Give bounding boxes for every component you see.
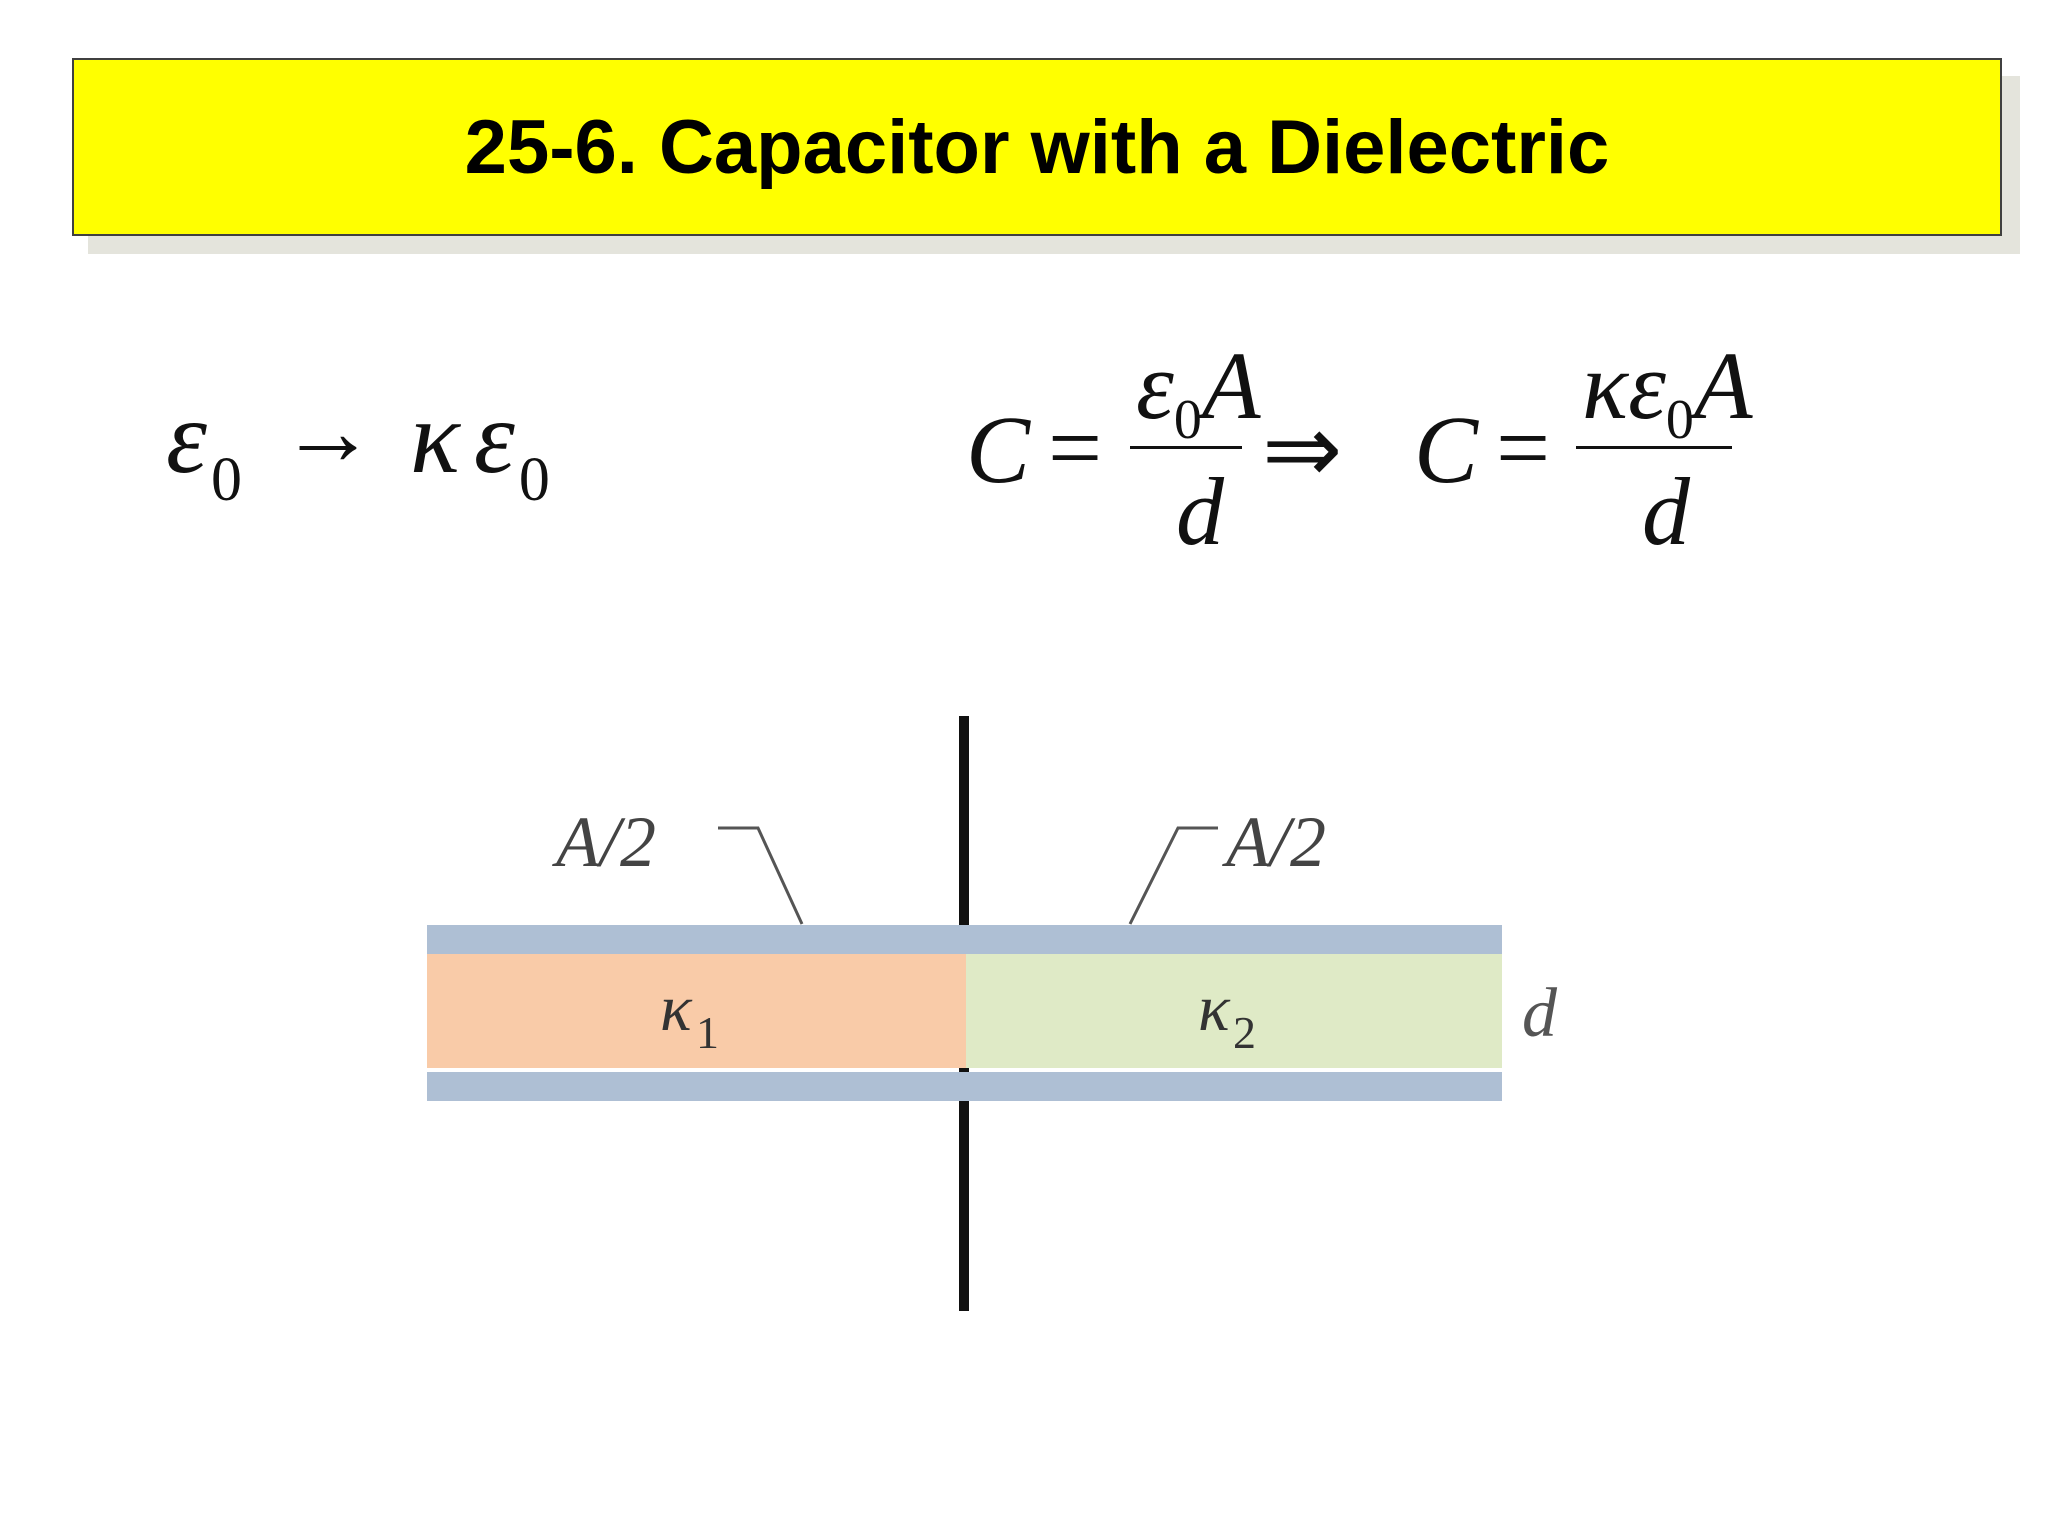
title-bar: 25-6. Capacitor with a Dielectric	[72, 58, 2002, 236]
area-label-right: A/2	[1222, 802, 1326, 882]
epsilon-subscript: 0	[1173, 389, 1202, 451]
epsilon-symbol: ε	[473, 380, 515, 495]
epsilon-subscript: 0	[1665, 389, 1694, 451]
kappa-1-subscript: 1	[696, 1007, 719, 1058]
permittivity-substitution-equation: ε 0 → κ ε 0	[166, 378, 550, 514]
separation-label: d	[1522, 975, 1558, 1052]
fraction-denominator: d	[1176, 458, 1224, 565]
leader-line-left	[718, 826, 804, 925]
area-label-left: A/2	[552, 802, 656, 882]
kappa-symbol: κ	[1582, 332, 1629, 439]
capacitance-equation: C = ε0A d ⇒ C = κε0A d	[966, 338, 1766, 570]
fraction-numerator: ε0A	[1136, 338, 1260, 449]
kappa-2-subscript: 2	[1233, 1007, 1256, 1058]
fraction-bar	[1130, 446, 1242, 449]
equals-sign: =	[1048, 394, 1103, 501]
implies-arrow-icon: ⇒	[1262, 396, 1343, 503]
kappa-2-symbol: κ	[1198, 972, 1231, 1045]
fraction-bar	[1576, 446, 1732, 449]
slide-title: 25-6. Capacitor with a Dielectric	[464, 104, 1610, 190]
fraction-denominator: d	[1642, 458, 1690, 565]
epsilon-symbol: ε	[1136, 332, 1174, 439]
equals-sign: =	[1496, 394, 1551, 501]
fraction-numerator: κε0A	[1582, 338, 1753, 449]
epsilon-subscript: 0	[210, 446, 242, 514]
capacitance-symbol: C	[966, 396, 1031, 503]
dielectric-slab-left	[427, 950, 966, 1068]
epsilon-symbol: ε	[1628, 332, 1666, 439]
capacitance-symbol: C	[1414, 396, 1479, 503]
leader-line-right	[1128, 826, 1218, 925]
dielectric-slab-right	[966, 950, 1502, 1068]
kappa-symbol: κ	[409, 380, 460, 495]
kappa-1-symbol: κ	[660, 972, 693, 1045]
bottom-plate	[427, 1072, 1502, 1101]
top-plate	[427, 925, 1502, 954]
epsilon-subscript: 0	[518, 446, 550, 514]
epsilon-symbol: ε	[166, 380, 207, 495]
right-arrow-icon: →	[279, 378, 376, 485]
area-symbol: A	[1201, 332, 1261, 439]
area-symbol: A	[1693, 332, 1753, 439]
